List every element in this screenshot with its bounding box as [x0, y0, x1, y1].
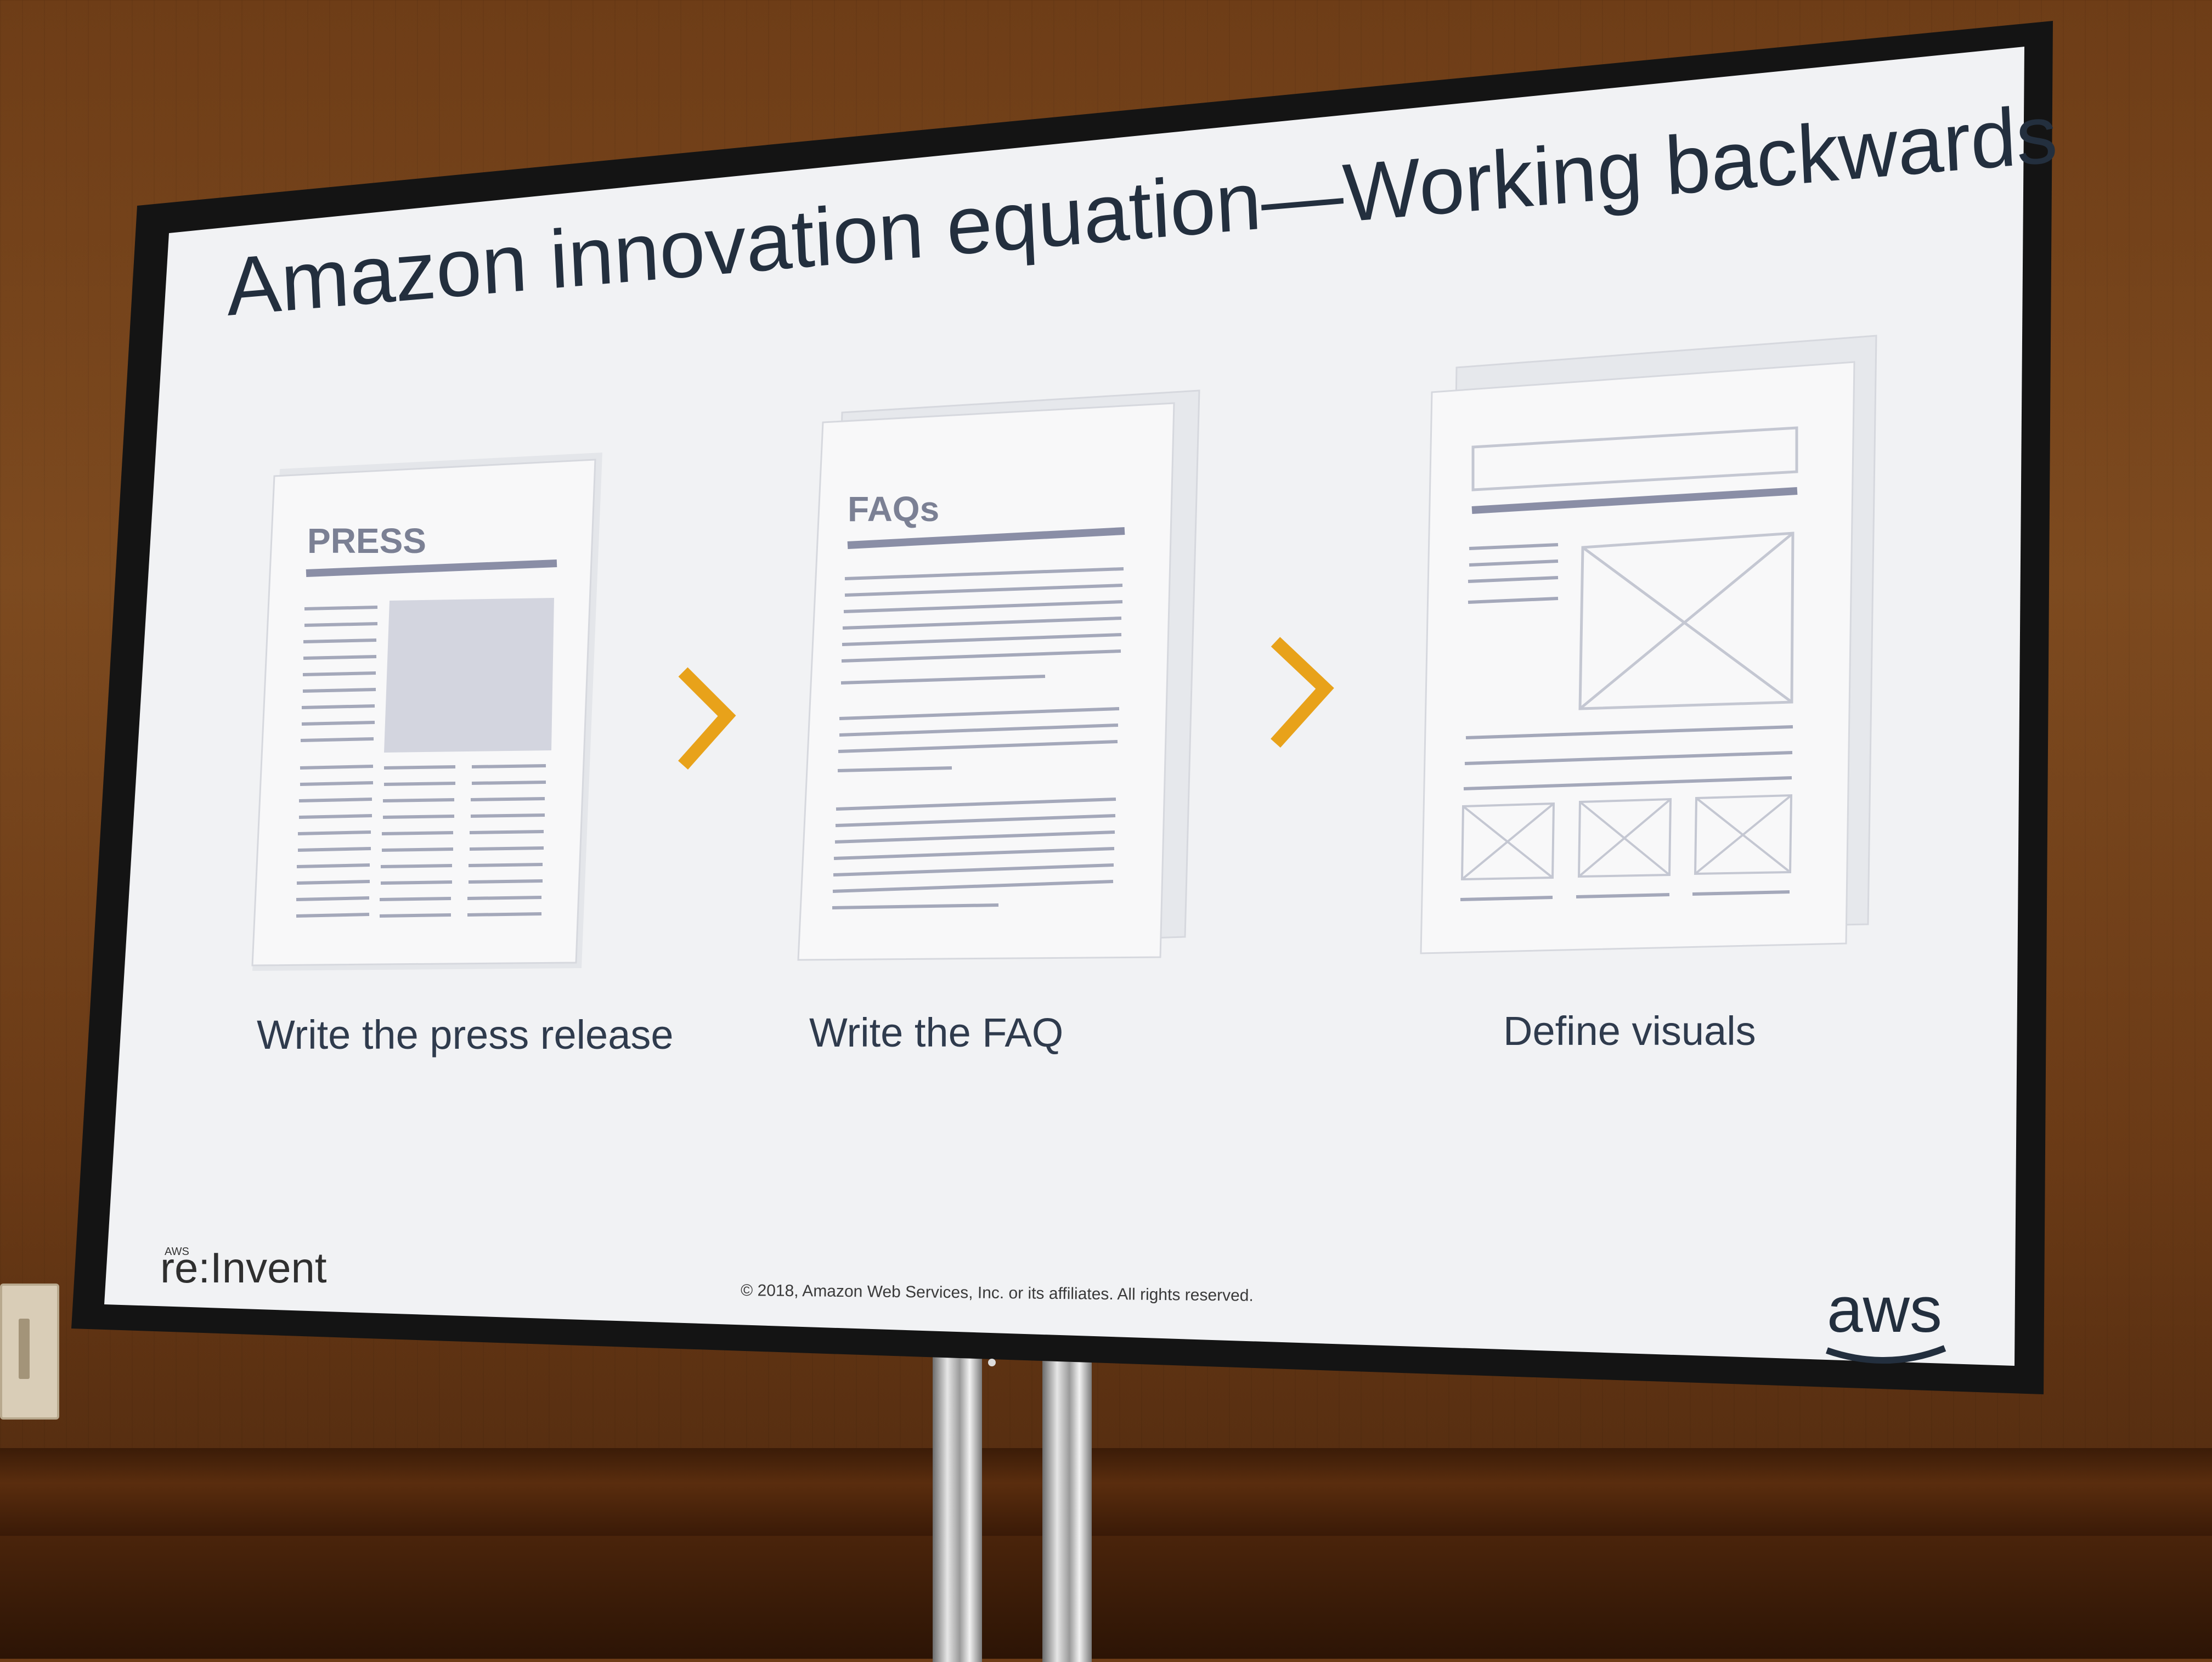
aws-logo: aws — [1827, 1274, 1942, 1346]
wall-outlet — [0, 1284, 59, 1420]
wall-ledge — [0, 1448, 2212, 1536]
document-faq-icon: FAQs — [797, 389, 1200, 961]
tv-power-led — [988, 1359, 996, 1366]
caption-faq: Write the FAQ — [809, 1010, 1063, 1055]
tv-stand-pole-left — [933, 1355, 982, 1662]
wireframe-thumbnail-row — [1460, 794, 1793, 881]
chevron-right-icon — [1271, 637, 1334, 748]
press-image-placeholder — [384, 598, 554, 753]
tv-stand-pole-right — [1042, 1355, 1092, 1662]
press-doc-heading: PRESS — [307, 521, 426, 561]
document-wireframe-icon — [1420, 335, 1877, 954]
wireframe-header-box — [1471, 426, 1798, 491]
lower-wall — [0, 1536, 2212, 1659]
faq-text-lines — [832, 567, 1124, 909]
faq-doc-heading: FAQs — [848, 489, 939, 529]
caption-visuals: Define visuals — [1503, 1008, 1756, 1054]
press-text-lines — [296, 606, 546, 918]
reinvent-logo: re:Invent — [160, 1243, 327, 1292]
chevron-right-icon — [678, 667, 736, 770]
outlet-switch — [19, 1319, 30, 1379]
wireframe-image-placeholder — [1578, 532, 1795, 710]
document-press-icon: PRESS — [251, 453, 602, 971]
caption-press-release: Write the press release — [257, 1012, 674, 1058]
aws-smile-icon — [1826, 1345, 1946, 1364]
aws-small-label: AWS — [165, 1246, 189, 1258]
